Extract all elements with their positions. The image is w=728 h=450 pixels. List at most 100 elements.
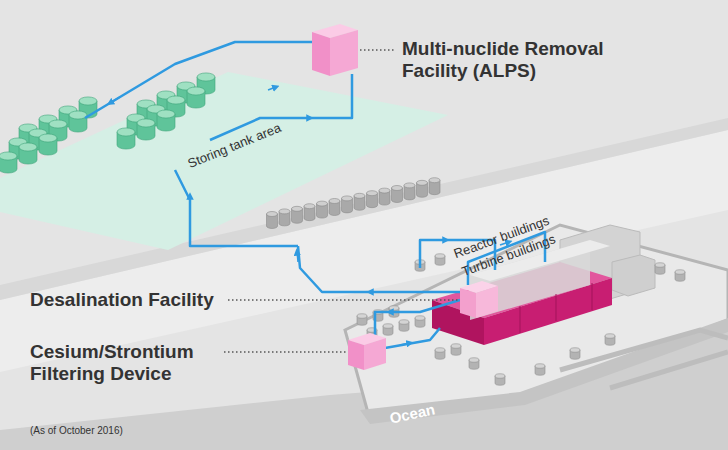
tank xyxy=(354,193,365,210)
flow-arrow xyxy=(400,343,410,345)
tank xyxy=(342,196,353,213)
breakwater xyxy=(560,330,728,388)
cube-front xyxy=(330,30,358,76)
leader-line xyxy=(360,49,396,51)
tank xyxy=(404,183,415,200)
tank xyxy=(605,334,615,346)
cube-front xyxy=(364,338,386,370)
tank xyxy=(367,191,378,208)
tank-top xyxy=(404,183,415,188)
tank-top xyxy=(435,254,445,259)
tank-top xyxy=(367,191,378,196)
label: Desalination Facility xyxy=(30,289,214,311)
site-tanks xyxy=(357,254,685,386)
tank-top xyxy=(267,212,278,217)
tank xyxy=(675,270,685,282)
tank xyxy=(19,143,37,164)
tank xyxy=(0,152,17,173)
tank-top xyxy=(605,334,615,339)
green-tank-clusters xyxy=(0,73,215,173)
pipe xyxy=(375,300,460,336)
tank xyxy=(435,254,445,266)
tank-top xyxy=(187,87,205,95)
tank-top xyxy=(417,180,428,185)
tank-area-ground xyxy=(0,72,448,250)
cube-side xyxy=(348,340,364,370)
tank-top xyxy=(117,128,135,136)
building-divider xyxy=(520,283,592,333)
grey-building xyxy=(612,255,655,296)
tank xyxy=(435,348,445,360)
tank xyxy=(39,134,57,155)
flow-arrow xyxy=(436,239,446,241)
tank xyxy=(429,178,440,195)
label: Multi-nuclide Removal Facility (ALPS) xyxy=(402,38,642,82)
tank-top xyxy=(49,120,67,128)
flow-arrow xyxy=(370,291,380,293)
tank-top xyxy=(0,152,17,160)
tank xyxy=(379,188,390,205)
cube-side xyxy=(460,288,476,318)
tank-top xyxy=(342,196,353,201)
tank xyxy=(279,209,290,226)
tank-top xyxy=(415,316,425,321)
tank-top xyxy=(157,110,175,118)
tank-top xyxy=(279,209,290,214)
tank-top xyxy=(392,186,403,191)
tank-top xyxy=(197,73,215,81)
label: Storing tank area xyxy=(186,121,283,172)
pipe xyxy=(175,170,298,246)
pipe xyxy=(385,328,440,348)
tank-top xyxy=(429,178,440,183)
flow-arrow xyxy=(390,311,400,313)
tank-top xyxy=(675,270,685,275)
tank xyxy=(117,128,135,149)
leader-line xyxy=(228,299,458,301)
desalination-cube xyxy=(460,281,498,318)
tank-top xyxy=(451,344,461,349)
tank xyxy=(292,206,303,223)
tank xyxy=(392,186,403,203)
tank xyxy=(389,306,399,318)
tank xyxy=(469,358,479,370)
tank-top xyxy=(435,348,445,353)
pipe xyxy=(85,42,312,118)
grey-tank-row xyxy=(267,178,441,229)
tank xyxy=(137,119,155,140)
tank xyxy=(317,201,328,218)
tank xyxy=(655,263,665,275)
label: Cesium/Strontium Filtering Device xyxy=(30,341,220,385)
tank xyxy=(267,212,278,229)
tank xyxy=(383,324,393,336)
tank xyxy=(495,374,505,386)
tank-top xyxy=(469,358,479,363)
pipe xyxy=(298,246,462,292)
tank xyxy=(399,320,409,332)
leader-line xyxy=(224,351,346,353)
tank-top xyxy=(389,306,399,311)
tank xyxy=(570,348,580,360)
flow-arrow xyxy=(297,252,298,262)
tank-top xyxy=(535,364,545,369)
flow-arrow xyxy=(268,87,276,90)
tank xyxy=(535,364,545,376)
tank-top xyxy=(167,96,185,104)
tank xyxy=(415,316,425,328)
tank-top xyxy=(379,188,390,193)
label: (As of October 2016) xyxy=(30,425,123,437)
label: Ocean xyxy=(388,400,436,426)
tank-top xyxy=(317,201,328,206)
tank-top xyxy=(357,314,367,319)
cube-side xyxy=(312,32,330,76)
tank-top xyxy=(304,204,315,209)
tank-top xyxy=(570,348,580,353)
tank xyxy=(417,180,428,197)
tank-top xyxy=(655,263,665,268)
tank-top xyxy=(79,97,97,105)
tank xyxy=(187,87,205,108)
flow-arrow xyxy=(300,117,310,119)
cube-front xyxy=(476,286,498,318)
tank-top xyxy=(495,374,505,379)
cesium-cube xyxy=(348,333,386,370)
tank-top xyxy=(69,111,87,119)
